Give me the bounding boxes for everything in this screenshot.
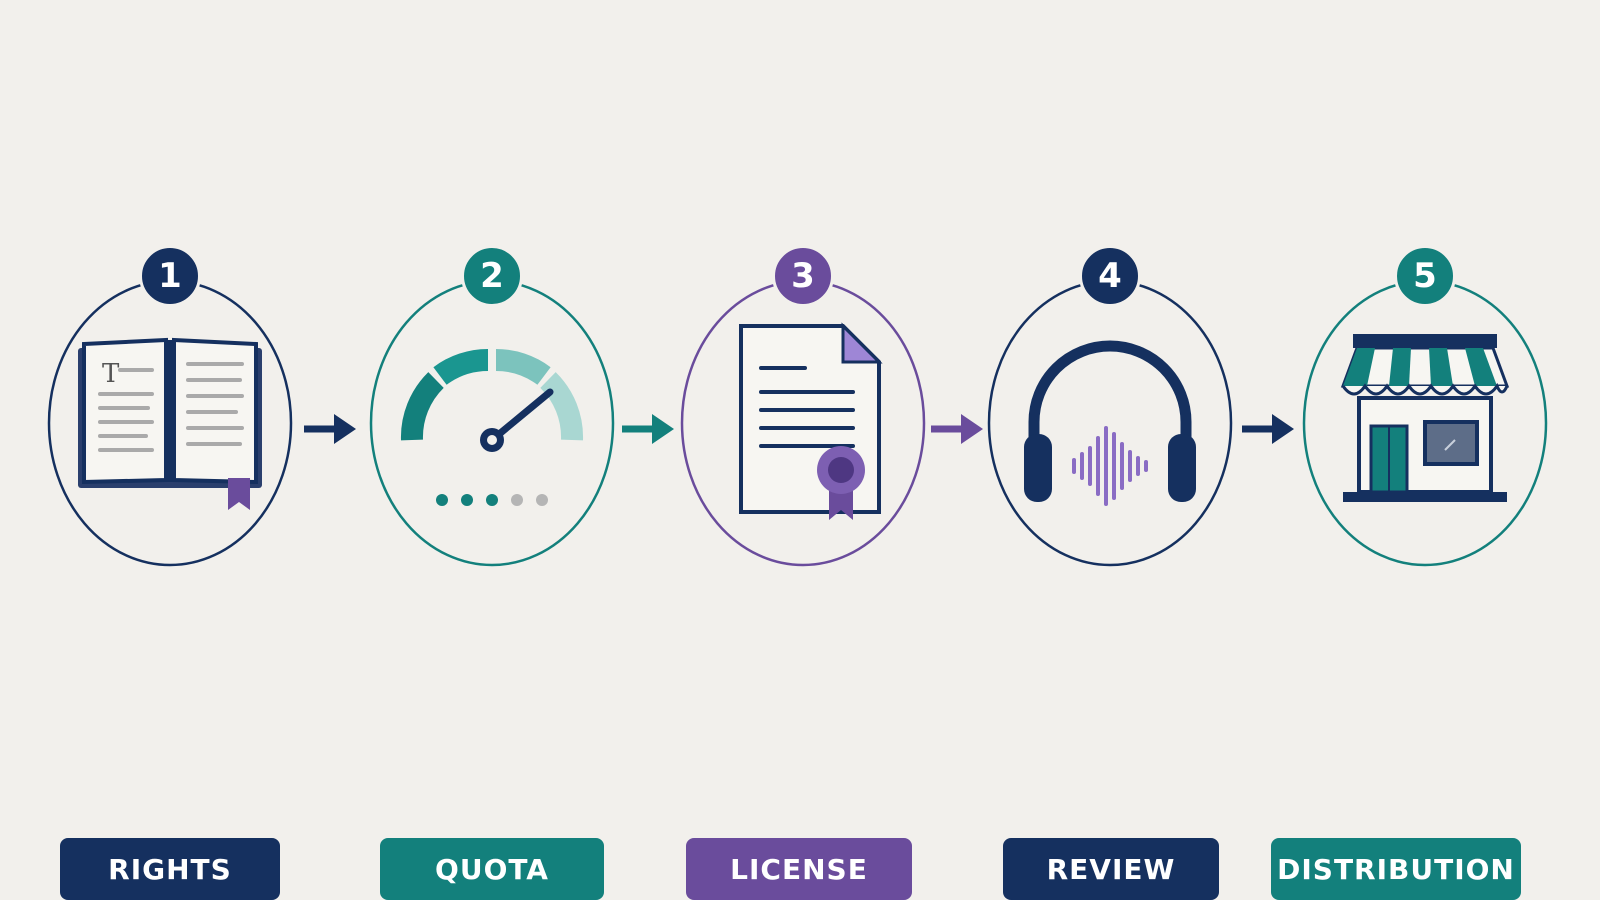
step-review: 4 REVIEW xyxy=(985,245,1235,900)
step-number-badge: 2 xyxy=(461,245,523,307)
step-label: QUOTA xyxy=(380,838,604,900)
step-license: 3 LICENSE xyxy=(678,245,928,900)
headphones-icon xyxy=(1024,340,1196,506)
arrow-right-icon xyxy=(622,414,674,444)
step-quota: 2 QUOTA xyxy=(367,245,617,900)
book-letter: T xyxy=(102,359,120,389)
arrow-right-icon xyxy=(1242,414,1294,444)
open-book-icon: T xyxy=(78,337,262,510)
step-number-badge: 1 xyxy=(139,245,201,307)
step-number-badge: 3 xyxy=(772,245,834,307)
step-label: RIGHTS xyxy=(60,838,280,900)
certificate-document-icon xyxy=(739,322,883,520)
step-distribution: 5 DISTRIBUTION xyxy=(1271,245,1550,900)
arrow-right-icon xyxy=(931,414,983,444)
step-label: DISTRIBUTION xyxy=(1271,838,1521,900)
step-number-badge: 5 xyxy=(1394,245,1456,307)
step-label: REVIEW xyxy=(1003,838,1219,900)
step-rights: 1 T RIGHTS xyxy=(45,245,295,900)
step-number-badge: 4 xyxy=(1079,245,1141,307)
storefront-icon xyxy=(1340,334,1510,502)
gauge-icon xyxy=(400,349,584,506)
step-label: LICENSE xyxy=(686,838,912,900)
arrow-right-icon xyxy=(304,414,356,444)
